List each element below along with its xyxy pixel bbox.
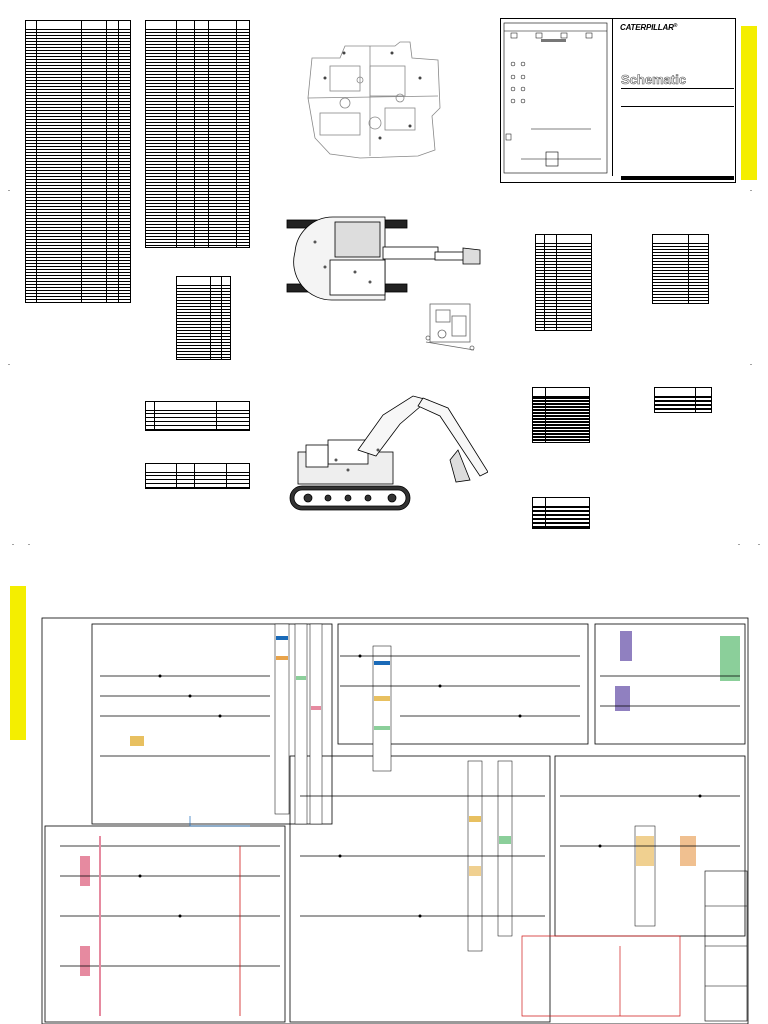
symbol-table-2: [654, 387, 712, 413]
symbol-table-1: [532, 387, 590, 443]
title-rule: [621, 106, 734, 107]
connector-table-right-1: [535, 234, 592, 331]
margin-tick: -: [12, 542, 14, 548]
margin-tick: -: [750, 362, 752, 368]
legend-symbols-icon: [503, 22, 608, 174]
excavator-top-view-icon: [286, 216, 481, 301]
excavator-side-view-icon: [289, 395, 488, 511]
schematic-title: Schematic: [621, 72, 687, 88]
schematic-legend-panel: [501, 19, 613, 176]
title-underline: [621, 88, 734, 89]
hydraulic-valve-drawing-icon: [307, 41, 441, 159]
symbol-table-3: [532, 497, 590, 529]
margin-tick: -: [8, 362, 10, 368]
margin-tick: -: [28, 542, 30, 548]
component-detail-icon: [425, 303, 475, 351]
caterpillar-logo: CATERPILLAR®: [620, 23, 678, 32]
harness-connector-table-2: [145, 20, 250, 248]
electrical-schematic-diagram: [41, 617, 749, 1024]
relay-table: [145, 463, 250, 489]
title-bar: [621, 176, 734, 180]
margin-tick: -: [8, 188, 10, 194]
harness-connector-table-1: [25, 20, 131, 303]
component-location-table: [176, 276, 231, 360]
margin-tick: -: [750, 188, 752, 194]
yellow-margin-tab-bottom: [10, 586, 26, 740]
margin-tick: -: [738, 542, 740, 548]
connector-table-right-2: [652, 234, 709, 304]
fuse-table: [145, 401, 250, 431]
margin-tick: -: [758, 542, 760, 548]
yellow-margin-tab-top: [741, 26, 757, 180]
title-block: [500, 18, 736, 183]
